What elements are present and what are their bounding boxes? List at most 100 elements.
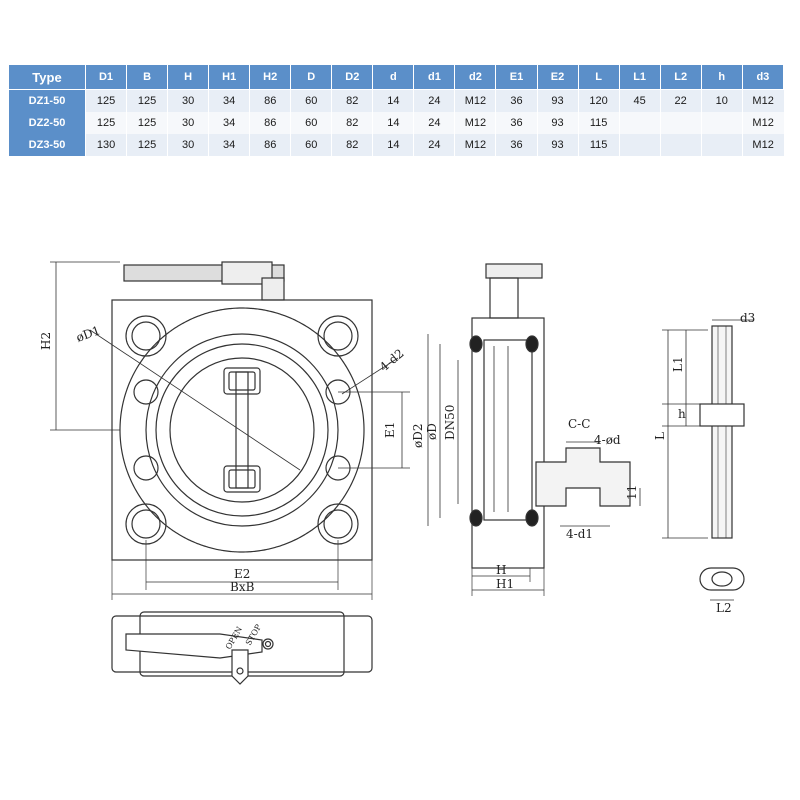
spec-value-cell: 130 — [84, 134, 127, 156]
spec-value-cell: 34 — [208, 112, 250, 134]
side-body — [471, 317, 545, 569]
side-bore — [483, 339, 533, 521]
spec-value-cell: 86 — [249, 134, 291, 156]
corner-hole-tr-inner — [323, 321, 353, 351]
cc-section-shape — [535, 447, 631, 507]
lever-hub-top — [221, 261, 273, 285]
spec-value-cell — [659, 112, 702, 134]
nut-outer — [699, 567, 745, 591]
stem-boss-top — [223, 367, 261, 395]
oring-tr — [525, 335, 539, 353]
corner-hole-tr — [317, 315, 359, 357]
spec-value-cell: 82 — [331, 134, 373, 156]
spec-value-cell — [700, 112, 743, 134]
label-d-side: øD — [425, 423, 439, 440]
seat-ring-mid — [155, 343, 329, 517]
spec-value-cell: 14 — [372, 134, 414, 156]
label-h: H — [496, 563, 506, 577]
spec-value-cell: 30 — [167, 134, 209, 156]
spec-value-cell: 125 — [126, 112, 168, 134]
spec-value-cell — [618, 134, 661, 156]
label-cc: C-C — [568, 417, 590, 431]
spec-value-cell: M12 — [741, 112, 784, 134]
top-view-lever — [125, 633, 263, 659]
spec-value-cell: M12 — [454, 112, 496, 134]
corner-hole-tl-inner — [131, 321, 161, 351]
spec-value-cell: 36 — [495, 89, 538, 112]
nut-inner — [711, 571, 733, 587]
header-l1: L1 — [618, 64, 661, 90]
header-d: d — [372, 64, 415, 90]
spec-value-cell: 93 — [536, 134, 579, 156]
disc-ring — [169, 357, 315, 503]
spec-value-cell: 24 — [413, 112, 455, 134]
header-d3: d3 — [741, 64, 785, 90]
valve-body-square — [111, 299, 373, 561]
spec-value-cell: 36 — [495, 112, 538, 134]
header-e1: E1 — [495, 64, 538, 90]
label-h2: H2 — [39, 332, 53, 350]
front-view — [50, 261, 410, 600]
header-h1: H1 — [208, 64, 251, 90]
header-d2: D2 — [331, 64, 374, 90]
cc-detail — [535, 441, 641, 527]
bolt-shank — [711, 325, 733, 539]
spec-value-cell: 45 — [618, 89, 661, 112]
label-d3: d3 — [740, 311, 755, 325]
label-e1: E1 — [383, 422, 397, 438]
side-lever — [485, 263, 543, 279]
top-view — [111, 611, 373, 685]
bolt-view — [662, 319, 754, 601]
header-h2: H2 — [249, 64, 292, 90]
spec-value-cell: M12 — [454, 89, 496, 112]
spec-value-cell: 24 — [413, 89, 455, 112]
label-d-holes: 4-ød — [594, 433, 621, 447]
label-l2: L2 — [716, 601, 732, 615]
spec-table: Type D1 B H H1 H2 D D2 d d1 d2 E1 E2 L L… — [8, 64, 785, 156]
oring-bl — [469, 509, 483, 527]
stem-boss-bottom-inner — [228, 469, 256, 489]
spec-value-cell: 82 — [331, 89, 373, 112]
spec-value-cell: 34 — [208, 134, 250, 156]
spec-value-cell: 82 — [331, 112, 373, 134]
header-type: Type — [8, 64, 86, 90]
spec-value-cell: 30 — [167, 89, 209, 112]
header-dd: D — [290, 64, 333, 90]
label-d2-side: øD2 — [411, 424, 425, 448]
spec-value-cell: 14 — [372, 89, 414, 112]
top-view-lock-knob — [262, 638, 274, 650]
d2-leader — [341, 357, 399, 395]
spec-model-cell: DZ2-50 — [8, 112, 86, 134]
stem-boss-top-inner — [228, 371, 256, 391]
spec-value-cell — [700, 134, 743, 156]
header-l: L — [577, 64, 620, 90]
spec-value-cell: 115 — [577, 134, 620, 156]
spec-value-cell: 60 — [290, 134, 332, 156]
spec-value-cell: 86 — [249, 112, 291, 134]
corner-hole-bl-inner — [131, 509, 161, 539]
spec-value-cell — [618, 112, 661, 134]
spec-value-cell: 125 — [84, 89, 127, 112]
spec-value-cell: 125 — [126, 134, 168, 156]
spec-value-cell — [659, 134, 702, 156]
label-bxb: BxB — [230, 580, 255, 594]
bolt-hole-lt — [133, 379, 159, 405]
header-b: B — [126, 64, 169, 90]
header-h: H — [167, 64, 210, 90]
top-view-lock-knob-inner — [264, 640, 272, 648]
spec-value-cell: 24 — [413, 134, 455, 156]
spec-value-cell: 60 — [290, 112, 332, 134]
spec-value-cell: 115 — [577, 112, 620, 134]
spec-value-cell: 30 — [167, 112, 209, 134]
bolt-hole-lb — [133, 455, 159, 481]
spec-value-cell: M12 — [741, 134, 784, 156]
corner-hole-tl — [125, 315, 167, 357]
label-d2: 4-d2 — [377, 346, 407, 374]
corner-hole-br-inner — [323, 509, 353, 539]
spec-value-cell: 60 — [290, 89, 332, 112]
